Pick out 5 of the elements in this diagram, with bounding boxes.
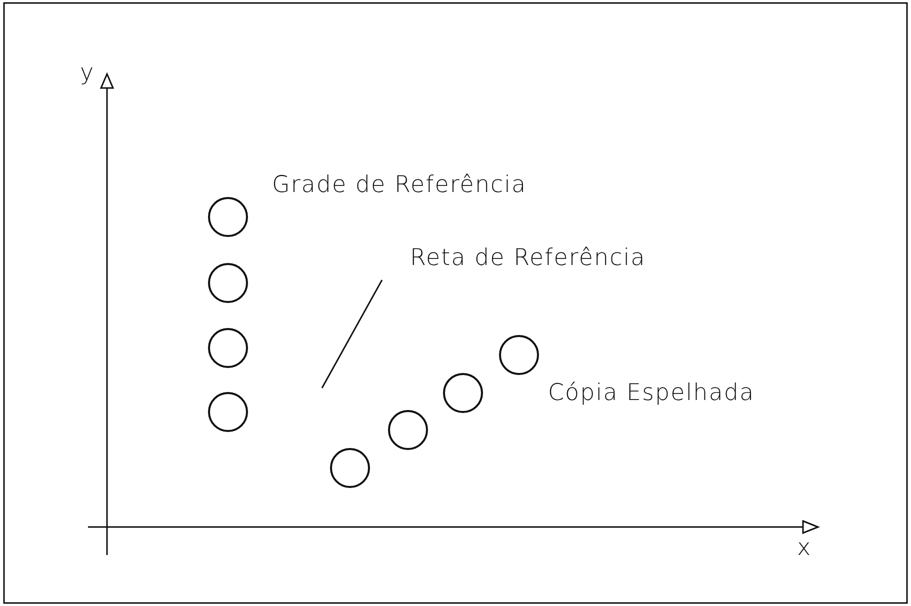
axis-label: x — [797, 535, 812, 561]
group-label: Grade de Referência — [272, 172, 527, 198]
axis-label: y — [80, 60, 95, 86]
group-label: Cópia Espelhada — [548, 380, 755, 406]
line-label: Reta de Referência — [410, 245, 646, 271]
